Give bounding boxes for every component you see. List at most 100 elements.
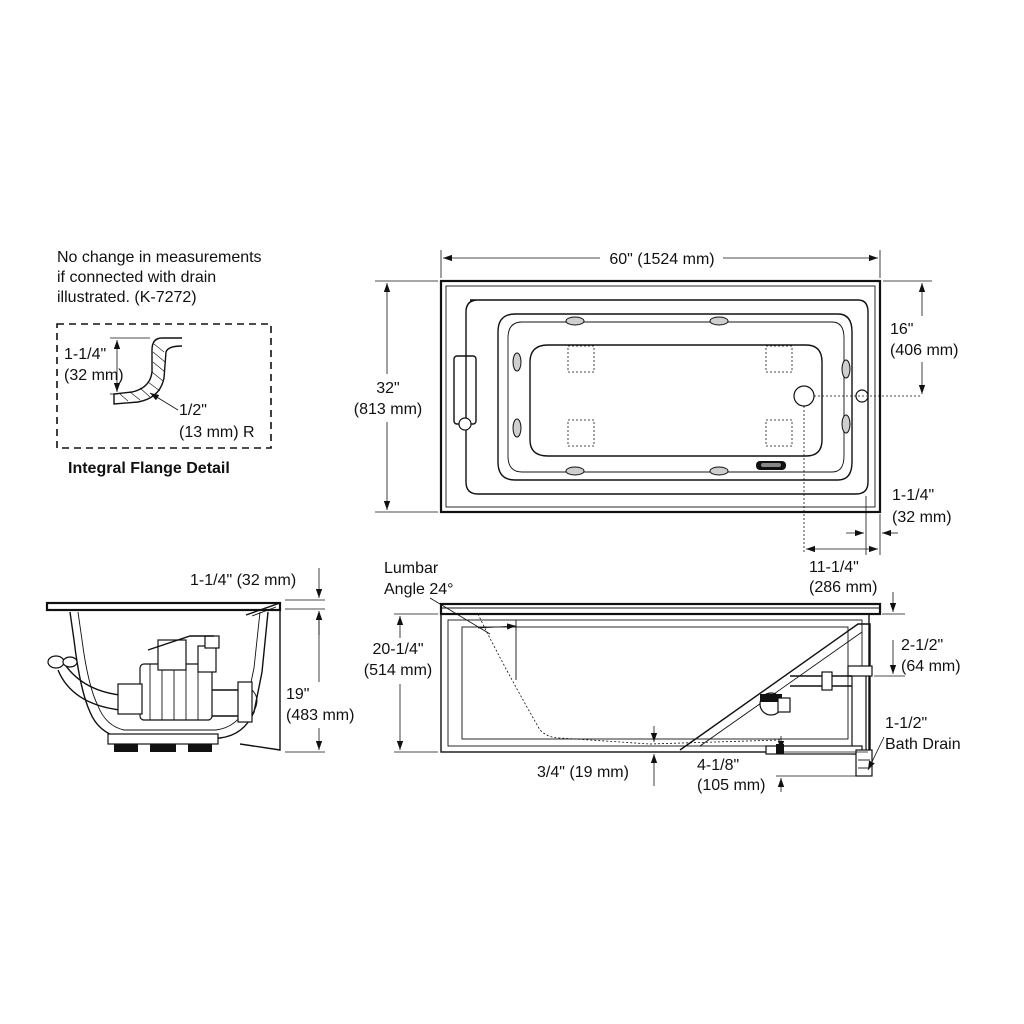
end-foot-icon (188, 744, 212, 752)
top-flange-mm: (32 mm) (892, 509, 952, 526)
overflow-nut-icon (821, 671, 833, 691)
end-view: 1-1/4" (32 mm) (45, 568, 354, 753)
measurement-note: No change in measurements if connected w… (57, 249, 262, 306)
flange-radius-mm: (13 mm) R (179, 424, 255, 441)
bottom-gap-label: 3/4" (19 mm) (537, 764, 629, 781)
backrest-pad (453, 355, 477, 425)
hose-left-inner (57, 669, 121, 711)
drain-shoe-top (760, 694, 782, 702)
end-height-in: 19" (286, 686, 309, 703)
drain-depth-in: 4-1/8" (697, 757, 739, 774)
bath-drain-label: Bath Drain (885, 736, 961, 753)
flange-height-mm: (32 mm) (64, 367, 124, 384)
end-apron (239, 602, 281, 751)
drain-icon (793, 385, 815, 407)
lumbar-arrow (477, 623, 517, 630)
end-flange-height: 1-1/4" (32 mm) (190, 572, 296, 589)
jet-icon (565, 466, 585, 476)
flange-height-in: 1-1/4" (64, 346, 106, 363)
length-label: 60" (1524 mm) (609, 251, 714, 268)
backrest-knob (458, 417, 472, 431)
flange-hatch (119, 343, 166, 402)
tub-rim-outer (439, 279, 882, 514)
hose-end-icon (47, 655, 65, 669)
jet-icon (841, 359, 851, 379)
basin-floor (529, 344, 823, 457)
flange-detail-frame (56, 323, 272, 449)
end-height-mm: (483 mm) (286, 707, 354, 724)
end-rim (45, 601, 282, 612)
radius-leader (149, 392, 179, 411)
waste-fitting (776, 744, 784, 754)
overflow-cap-icon (847, 665, 873, 677)
bath-drain-size: 1-1/2" (885, 715, 927, 732)
basin-profile-hidden (477, 613, 651, 745)
coupling-right-icon (237, 681, 253, 723)
bath-drain-leader (867, 736, 885, 771)
end-foot-icon (150, 744, 176, 752)
flange-detail-title: Integral Flange Detail (68, 460, 230, 477)
note-line-3: illustrated. (K-7272) (57, 289, 197, 306)
drain-offset-in: 16" (890, 321, 913, 338)
foot-1 (567, 345, 595, 373)
basin-floor-hidden (649, 739, 781, 745)
pump-housing-icon (157, 639, 187, 671)
end-apron-line (251, 606, 277, 617)
hose-right (212, 689, 241, 717)
cutaway-inner (699, 631, 863, 747)
jet-icon (709, 316, 729, 326)
end-foot-icon (114, 744, 138, 752)
lumbar-label-1: Lumbar (384, 560, 439, 577)
overflow-mm: (64 mm) (901, 658, 961, 675)
drain-elbow-icon (777, 697, 791, 713)
jet-icon (841, 414, 851, 434)
drain-from-end-in: 11-1/4" (809, 559, 859, 576)
air-line (147, 635, 214, 651)
flange-radius-in: 1/2" (179, 402, 207, 419)
jet-icon (709, 466, 729, 476)
overflow-arm (790, 675, 852, 687)
foot-2 (765, 345, 793, 373)
width-in: 32" (376, 380, 399, 397)
flange-profile (113, 337, 183, 405)
tub-deck (465, 299, 869, 495)
drain-offset-mm: (406 mm) (890, 342, 958, 359)
foot-3 (567, 419, 595, 447)
side-depth-mm: (514 mm) (364, 662, 432, 679)
overflow-pipe-icon (851, 667, 867, 755)
side-view: Lumbar Angle 24° 20-1/4" (514 mm) 3/4" (… (364, 560, 961, 794)
jet-icon (512, 418, 522, 438)
hose-loop (251, 689, 258, 715)
width-mm: (813 mm) (354, 401, 422, 418)
side-apron-mid (447, 619, 863, 747)
end-shell-outer (69, 611, 269, 739)
coupling-icon (117, 683, 143, 715)
basin-outer (497, 313, 853, 481)
top-view: 60" (1524 mm) 32" (813 mm) 16" (406 mm) … (354, 250, 958, 596)
drain-from-end-mm: (286 mm) (809, 579, 877, 596)
jet-icon (565, 316, 585, 326)
integral-flange-detail: 1-1/4" (32 mm) 1/2" (13 mm) R Integral F… (56, 323, 272, 477)
tub-rim-inner (445, 285, 876, 508)
jet-icon (512, 352, 522, 372)
note-line-1: No change in measurements (57, 249, 262, 266)
basin-mid (507, 321, 845, 473)
lumbar-label-2: Angle 24° (384, 581, 454, 598)
valve-icon (197, 645, 217, 673)
side-apron-outer (440, 613, 870, 753)
drain-depth-mm: (105 mm) (697, 777, 765, 794)
whirlpool-jets (512, 316, 851, 476)
hose-end-icon (62, 656, 78, 668)
foot-4 (765, 419, 793, 447)
end-base (107, 733, 219, 745)
control-pad-inner (761, 463, 781, 467)
top-flange-in: 1-1/4" (892, 487, 934, 504)
note-line-2: if connected with drain (57, 269, 216, 286)
side-depth-in: 20-1/4" (372, 641, 423, 658)
lumbar-leader (429, 597, 491, 635)
overflow-in: 2-1/2" (901, 637, 943, 654)
valve-cap-icon (204, 635, 220, 649)
tee-icon (855, 749, 873, 777)
side-rim (439, 602, 882, 616)
